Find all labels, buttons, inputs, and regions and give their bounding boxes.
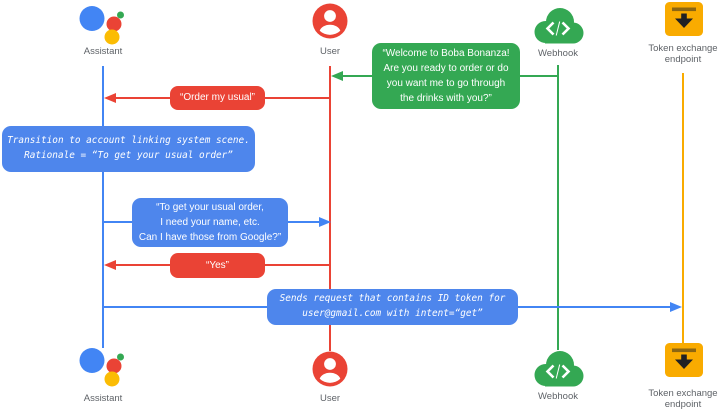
token-endpoint-lifeline <box>682 73 684 343</box>
ask-line-3: Can I have those from Google?” <box>138 232 282 244</box>
user-lifeline <box>329 66 331 351</box>
welcome-arrowhead-icon <box>331 71 343 81</box>
user-label-top: User <box>319 46 341 57</box>
webhook-label-top: Webhook <box>538 48 578 59</box>
assistant-lifeline <box>102 66 104 348</box>
token-endpoint-label-bottom: Token exchange endpoint <box>648 388 718 410</box>
user-label-bottom: User <box>319 393 341 404</box>
webhook-label-bottom: Webhook <box>538 391 578 402</box>
send-request-arrowhead-icon <box>670 302 682 312</box>
assistant-label-top: Assistant <box>83 46 123 57</box>
order-arrowhead-icon <box>104 93 116 103</box>
assistant-label-bottom: Assistant <box>83 393 123 404</box>
token-endpoint-icon <box>665 2 703 41</box>
ask-line-1: “To get your usual order, <box>156 201 264 213</box>
ask-line-2: I need your name, etc. <box>160 216 260 228</box>
token-endpoint-label-bottom-line-1: Token exchange <box>648 388 718 399</box>
send-request-line-2: user@gmail.com with intent=“get” <box>302 308 483 319</box>
token-endpoint-label-line-1: Token exchange <box>648 43 718 54</box>
token-endpoint-label-top: Token exchange endpoint <box>648 43 718 65</box>
token-endpoint-icon-bottom <box>665 343 703 382</box>
transition-note-line-1: Transition to account linking system sce… <box>7 135 250 147</box>
ask-arrowhead-icon <box>319 217 331 227</box>
send-request-message: Sends request that contains ID token for… <box>267 289 518 325</box>
token-endpoint-label-line-2: endpoint <box>664 53 702 65</box>
webhook-lifeline <box>557 65 559 350</box>
webhook-cloud-icon-bottom <box>532 349 584 392</box>
welcome-line-2: Are you ready to order or do <box>383 62 509 74</box>
welcome-line-3: you want me to go through <box>386 78 506 89</box>
order-my-usual-text: “Order my usual” <box>179 92 255 104</box>
ask-for-info-message: “To get your usual order, I need your na… <box>132 198 288 247</box>
order-my-usual-message: “Order my usual” <box>170 86 265 110</box>
yes-message: “Yes” <box>170 253 265 278</box>
welcome-line-4: the drinks with you?” <box>400 93 492 105</box>
user-icon-bottom <box>312 351 348 392</box>
welcome-message: “Welcome to Boba Bonanza! Are you ready … <box>372 43 520 109</box>
send-request-line-1: Sends request that contains ID token for <box>279 293 506 305</box>
user-icon <box>312 3 348 44</box>
token-endpoint-label-bottom-line-2: endpoint <box>664 398 702 410</box>
welcome-line-1: “Welcome to Boba Bonanza! <box>382 47 510 59</box>
assistant-icon <box>79 4 127 51</box>
transition-note-line-2: Rationale = “To get your usual order” <box>24 150 233 161</box>
yes-arrowhead-icon <box>104 260 116 270</box>
yes-text: “Yes” <box>206 259 229 271</box>
transition-note: Transition to account linking system sce… <box>2 126 255 172</box>
webhook-cloud-icon <box>532 6 584 49</box>
assistant-icon-bottom <box>79 346 127 393</box>
